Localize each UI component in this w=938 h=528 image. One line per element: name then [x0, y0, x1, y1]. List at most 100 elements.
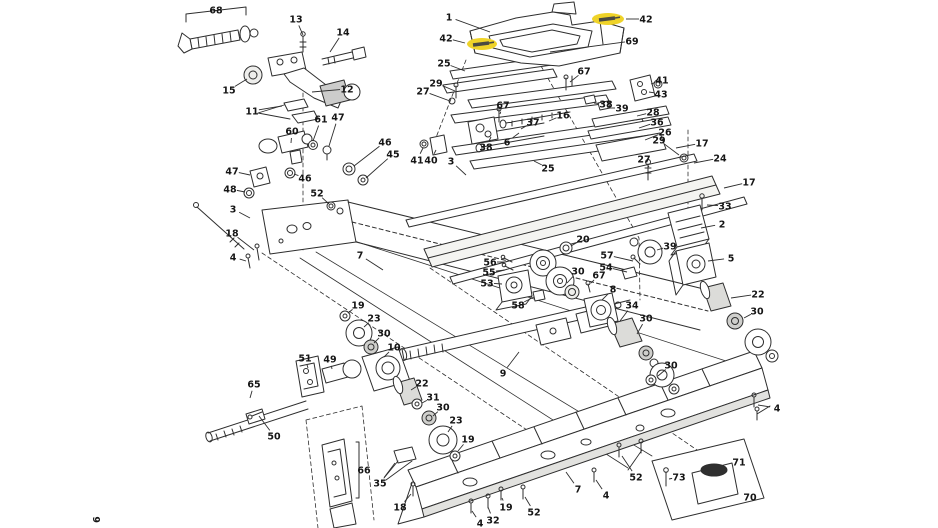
part-number-label: 51: [298, 354, 311, 365]
screw-tip-icon: [614, 16, 621, 19]
part-number-label: 30: [571, 267, 585, 278]
part-number-label: 16: [556, 111, 570, 122]
callout-leader-line: [419, 147, 424, 154]
part-number-label: 39: [663, 242, 676, 253]
callout-leader-line: [524, 296, 535, 303]
part-number-label: 33: [718, 202, 731, 213]
callout-leader-line: [239, 258, 247, 262]
part-number-label: 4: [477, 519, 484, 528]
part-number-label: 71: [732, 458, 745, 469]
part-number-label: 55: [482, 268, 495, 279]
callout-leader-line: [421, 399, 428, 404]
part-number-label: 58: [511, 301, 525, 312]
part-number-label: 27: [637, 155, 650, 166]
part-number-label: 38: [599, 100, 613, 111]
part-number-label: 22: [415, 379, 428, 390]
callout-leader-line: [298, 25, 304, 36]
callout-leader-line: [648, 91, 655, 94]
part-number-label: 4: [230, 253, 237, 264]
mounting-screws: [410, 392, 771, 514]
callout-leader-line: [373, 337, 380, 344]
part-number-label: 70: [743, 493, 757, 504]
part-number-label: 19: [461, 435, 474, 446]
part-number-label: 53: [480, 279, 493, 290]
callout-leader-line: [328, 123, 337, 147]
top-cover: [469, 1, 625, 67]
callout-leader-line: [452, 39, 466, 44]
callout-leader-line: [238, 172, 251, 176]
part-number-label: 19: [499, 503, 512, 514]
part-number-label: 35: [373, 479, 386, 490]
part-number-label: 42: [439, 34, 452, 45]
part-number-label: 31: [426, 393, 439, 404]
part-number-label: 52: [527, 508, 540, 519]
part-number-label: 30: [436, 403, 450, 414]
part-number-label: 67: [496, 101, 509, 112]
part-number-label: 4: [774, 404, 781, 415]
part-number-label: 12: [340, 85, 353, 96]
part-number-label: 7: [357, 251, 364, 262]
callout-leader-line: [238, 211, 251, 219]
part-number-label: 13: [289, 15, 302, 26]
part-number-label: 41: [655, 76, 668, 87]
callout-leader-line: [638, 123, 651, 129]
part-number-label: 40: [424, 156, 438, 167]
callout-leader-line: [383, 462, 396, 478]
part-number-label: 61: [314, 115, 327, 126]
part-number-label: 41: [410, 156, 423, 167]
callout-leader-line: [455, 18, 491, 33]
part-number-label: 3: [230, 205, 237, 216]
part-number-label: 30: [639, 314, 653, 325]
callout-leader-line: [237, 236, 255, 251]
part-number-label: 65: [247, 380, 260, 391]
callout-leader-line: [636, 113, 647, 117]
callout-leader-line: [612, 268, 628, 273]
part-number-label: 67: [577, 67, 590, 78]
callout-leader-line: [730, 294, 752, 299]
part-number-label: 23: [449, 416, 462, 427]
callout-leader-line: [447, 425, 453, 433]
part-number-label: 48: [223, 185, 237, 196]
callout-leader-line: [329, 37, 340, 53]
part-number-label: 47: [225, 167, 238, 178]
part-number-label: 18: [225, 229, 239, 240]
callout-leader-line: [565, 471, 575, 484]
callout-leader-line: [650, 81, 656, 85]
part-number-label: 37: [526, 118, 539, 129]
callout-leader-line: [321, 197, 330, 205]
part-number-label: 25: [541, 164, 554, 175]
part-number-label: 50: [267, 432, 281, 443]
part-number-label: 68: [209, 6, 223, 17]
part-number-label: 27: [416, 87, 429, 98]
callout-leader-line: [293, 173, 299, 177]
callout-leader-line: [636, 323, 643, 335]
part-number-label: 69: [625, 37, 638, 48]
callout-leader-line: [664, 143, 680, 156]
callout-leader-line: [656, 247, 664, 251]
foot-plate: [651, 438, 765, 521]
callout-leader-line: [432, 411, 439, 417]
callout-leader-line: [501, 497, 504, 501]
highlight-layer: [467, 13, 624, 50]
callout-leader-line: [471, 510, 477, 518]
callout-leader-line: [657, 369, 666, 377]
callout-leader-line: [493, 283, 503, 285]
screw-icon: [472, 41, 490, 47]
callout-leader-line: [533, 160, 542, 166]
callout-leader-line: [404, 493, 412, 502]
callout-leader-line: [347, 309, 353, 314]
callout-leader-line: [590, 279, 595, 284]
part-number-label: 20: [576, 235, 590, 246]
callout-leader-line: [520, 125, 528, 130]
part-number-label: 60: [285, 127, 299, 138]
callout-leader-line: [499, 111, 502, 115]
part-number-label: 19: [351, 301, 364, 312]
callout-leader-line: [548, 117, 557, 122]
part-number-label: 52: [310, 189, 323, 200]
part-number-label: 14: [336, 28, 350, 39]
callout-leader-line: [363, 322, 370, 328]
callout-leader-line: [495, 269, 506, 272]
right-cluster: [667, 193, 779, 363]
part-number-label: 46: [378, 138, 392, 149]
